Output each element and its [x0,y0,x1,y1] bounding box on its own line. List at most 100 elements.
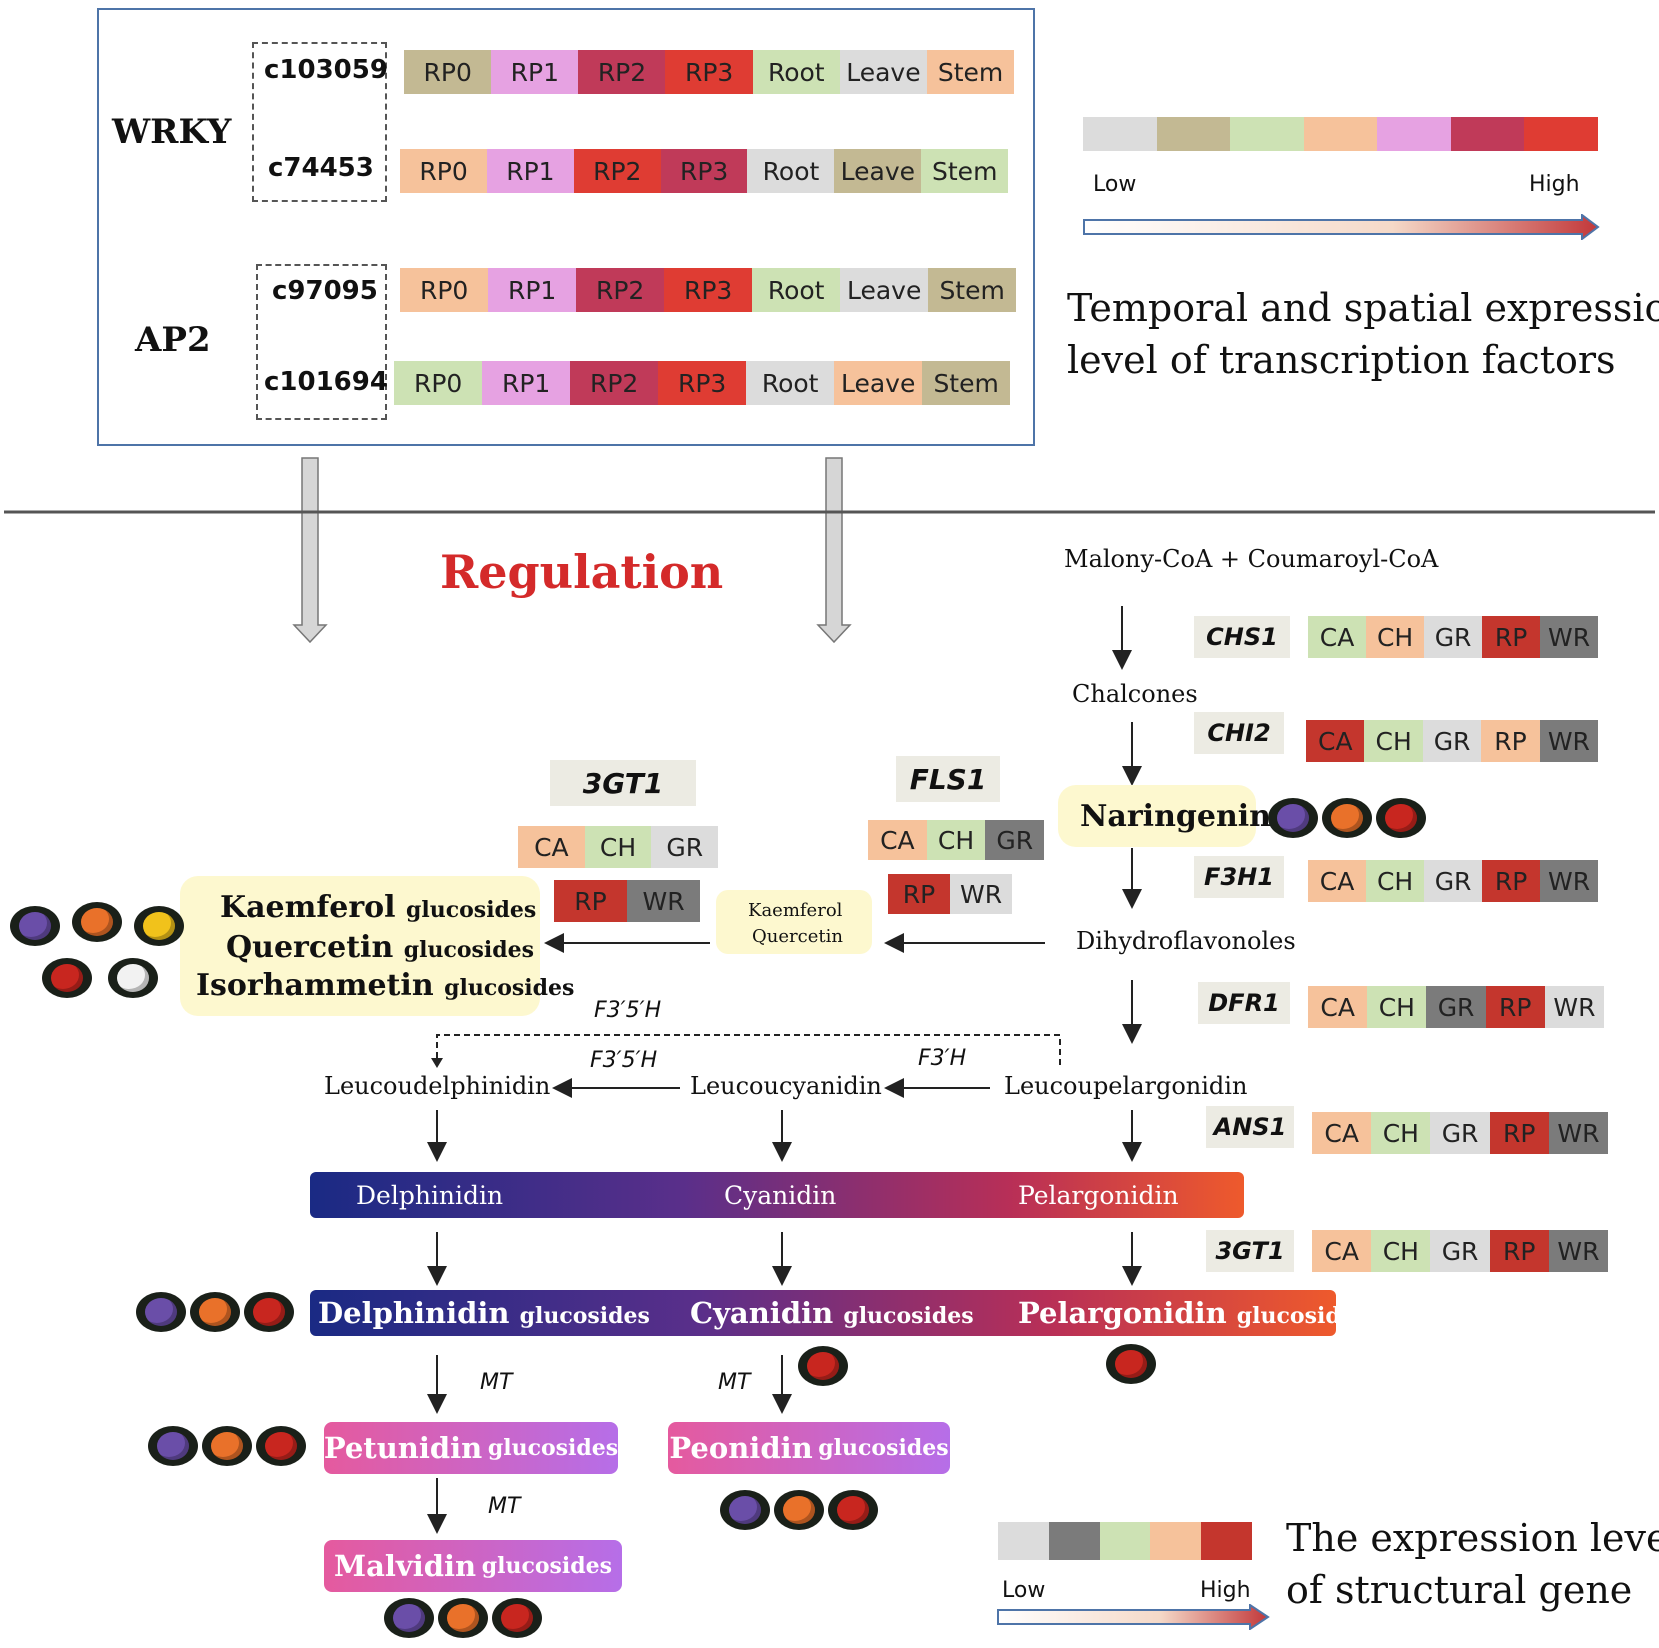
expression-cell-rp2: RP2 [570,361,659,405]
leucodelphinidin: Leucoudelphinidin [324,1072,551,1100]
expression-cell-rp3: RP3 [665,50,753,94]
legend-swatch [1524,117,1599,151]
legend-swatch [1156,117,1231,151]
expression-cell-rp1: RP1 [488,268,577,312]
cyanidin-glucosides: Cyanidin glucosides [690,1296,974,1330]
enzyme-label: F3′5′H [590,1048,658,1073]
orange-flower-icon [1322,798,1372,838]
expression-cell-leave: Leave [840,268,929,312]
expression-cell-rp1: RP1 [486,149,574,193]
leucopelargonidin: Leucoupelargonidin [1004,1072,1248,1100]
gene-label: ANS1 [1206,1106,1294,1148]
orange-flower-icon [438,1598,488,1638]
sg-legend-high: High [1200,1578,1251,1603]
wrky-gene-dashed-box [252,42,387,202]
red-flower-icon [1106,1344,1156,1384]
expression-cell-wr: WR [1539,720,1599,762]
expression-cell-wr: WR [1540,616,1599,658]
expression-cell-ch: CH [1371,1112,1431,1154]
expression-cell-stem: Stem [926,50,1015,94]
violet-flower-icon [720,1490,770,1530]
tf-group-label-ap2: AP2 [135,320,211,360]
tf-legend-low: Low [1093,172,1137,197]
gene-id: c74453 [268,153,374,183]
gene-label: DFR1 [1198,982,1290,1024]
legend-swatch [1099,1522,1151,1560]
legend-swatch [1377,117,1452,151]
expression-cell-ca: CA [1308,616,1367,658]
legend-swatch [1083,117,1157,151]
legend-swatch [1303,117,1378,151]
expression-cell-rp2: RP2 [578,50,666,94]
quercetin-small: Quercetin [752,926,843,947]
enzyme-label: F3′H [918,1046,967,1071]
expression-cell-stem: Stem [921,149,1009,193]
expression-cell-ca: CA [1312,1230,1372,1272]
expression-cell-ca: CA [1312,1112,1372,1154]
flavonol-glucoside: Isorhammetin glucosides [196,968,575,1003]
gene-id: c101694 [264,367,388,397]
violet-flower-icon [10,906,60,946]
expression-cell-rp: RP [1482,860,1541,902]
sg-legend-caption: of structural gene [1286,1568,1633,1612]
expression-cell-root: Root [752,268,841,312]
gene-label: 3GT1 [1206,1230,1294,1272]
expression-cell-ch: CH [926,820,986,860]
expression-cell-gr: GR [1422,720,1482,762]
expression-cell-ch: CH [1366,860,1425,902]
expression-cell-root: Root [752,50,840,94]
red-flower-icon [244,1292,294,1332]
expression-cell-stem: Stem [922,361,1011,405]
tf-legend-colorbar [1083,117,1599,151]
expression-cell-gr: GR [1426,986,1486,1028]
yellow-flower-icon [134,906,184,946]
legend-swatch [1450,117,1525,151]
flavonol-glucoside: Kaemferol glucosides [220,890,537,925]
enzyme-label: F3′5′H [594,998,662,1023]
anthocyanidin-band: Delphinidin Cyanidin Pelargonidin [310,1172,1244,1218]
expression-cell-gr: GR [651,826,719,868]
malvidin-glucosides-box: Malvidin glucosides [324,1540,622,1592]
expression-cell-leave: Leave [834,149,922,193]
expression-cell-ch: CH [1371,1230,1431,1272]
regulation-label: Regulation [440,545,724,599]
red-flower-icon [256,1426,306,1466]
gene-id: c103059 [264,55,388,85]
expression-cell-rp: RP [1481,720,1540,762]
red-flower-icon [798,1346,848,1386]
expression-cell-gr: GR [1430,1230,1490,1272]
gene-label-3gt1: 3GT1 [550,760,696,806]
red-flower-icon [42,958,92,998]
naringenin: Naringenin [1080,799,1271,834]
sg-legend-caption: The expression level [1286,1516,1659,1560]
legend-swatch [998,1522,1049,1560]
expression-cell-ch: CH [584,826,652,868]
expression-cell-root: Root [746,361,835,405]
violet-flower-icon [148,1426,198,1466]
flavonol-glucoside: Quercetin glucosides [226,930,535,965]
tf-legend-caption: level of transcription factors [1067,338,1616,382]
tf-panel [97,8,1035,446]
expression-cell-rp0: RP0 [400,149,488,193]
expression-cell-rp: RP [1489,1230,1549,1272]
expression-cell-ch: CH [1366,616,1425,658]
gene-label: CHI2 [1194,712,1284,754]
pelargonidin: Pelargonidin [1018,1180,1179,1210]
regulation-arrows [4,457,1655,644]
expression-cell-rp2: RP2 [576,268,665,312]
expression-cell-rp: RP [1482,616,1541,658]
kaemferol-quercetin-box [716,890,872,954]
expression-cell-gr: GR [1424,616,1483,658]
tf-group-label-wrky: WRKY [112,112,232,152]
expression-cell-gr: GR [1424,860,1483,902]
expression-cell-rp: RP [554,880,628,922]
